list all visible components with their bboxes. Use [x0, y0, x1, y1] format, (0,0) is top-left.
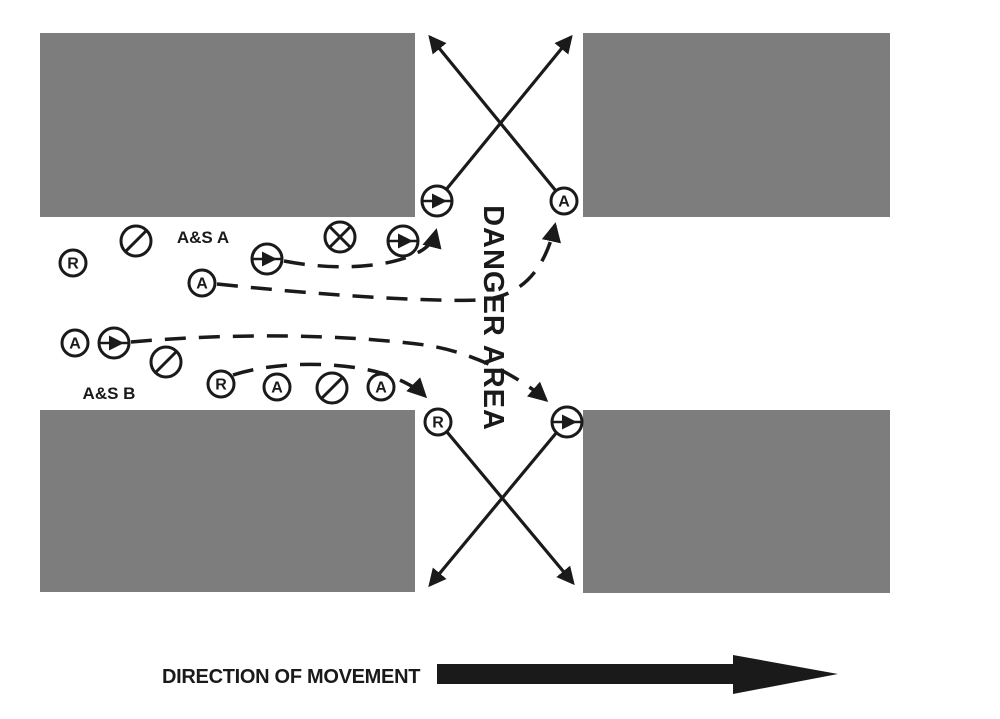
- terrain-blocks: [40, 33, 890, 593]
- svg-text:R: R: [67, 256, 79, 273]
- svg-text:A: A: [271, 380, 283, 397]
- circle-arrow-symbol: [420, 184, 454, 218]
- circle-R-symbol: R: [423, 407, 453, 437]
- labels-layer: A&S A A&S B DANGER AREA DIRECTION OF MOV…: [83, 205, 509, 688]
- security-arrow-far-left-crossfire: [445, 430, 575, 586]
- security-crossfire-arrows: [428, 34, 575, 588]
- security-arrow-far-right-crossfire: [428, 430, 559, 588]
- circle-R-symbol: R: [206, 369, 236, 399]
- team-a-label: A&S A: [177, 228, 229, 247]
- terrain-block-bottom-left: [40, 410, 415, 592]
- direction-of-movement-arrow: [437, 655, 838, 694]
- circle-A-symbol: A: [549, 186, 579, 216]
- svg-text:A: A: [375, 380, 387, 397]
- circle-arrow-symbol: [97, 326, 131, 360]
- circle-arrow-symbol: [250, 242, 284, 276]
- circle-A-symbol: A: [60, 328, 90, 358]
- terrain-block-top-left: [40, 33, 415, 217]
- circle-A-symbol: A: [262, 372, 292, 402]
- security-arrow-near-left-crossfire: [443, 34, 573, 193]
- team-b-crossing-route: [130, 334, 549, 402]
- svg-text:R: R: [215, 377, 227, 394]
- circle-slash-symbol: [315, 371, 349, 405]
- circle-R-symbol: R: [58, 248, 88, 278]
- circle-A-symbol: A: [187, 268, 217, 298]
- svg-text:A: A: [558, 194, 570, 211]
- security-arrow-near-right-crossfire: [428, 34, 558, 193]
- circle-arrow-symbol: [550, 405, 584, 439]
- svg-text:A: A: [69, 336, 81, 353]
- terrain-block-bottom-right: [583, 410, 890, 593]
- team-b-leader-route: [232, 362, 428, 399]
- direction-of-movement-label: DIRECTION OF MOVEMENT: [162, 666, 420, 688]
- svg-text:A: A: [196, 276, 208, 293]
- team-b-label: A&S B: [83, 384, 136, 403]
- soldier-symbols: R A A A R A A R: [58, 184, 584, 439]
- svg-text:R: R: [432, 415, 444, 432]
- team-a-leader-route: [283, 228, 442, 269]
- terrain-block-top-right: [583, 33, 890, 217]
- circle-arrow-symbol: [386, 224, 420, 258]
- circle-cross-symbol: [323, 220, 357, 254]
- circle-slash-symbol: [149, 345, 183, 379]
- danger-area-label: DANGER AREA: [477, 205, 509, 431]
- circle-A-symbol: A: [366, 372, 396, 402]
- circle-slash-symbol: [119, 224, 153, 258]
- movement-route-paths: [130, 222, 561, 402]
- team-a-crossing-route: [216, 222, 561, 303]
